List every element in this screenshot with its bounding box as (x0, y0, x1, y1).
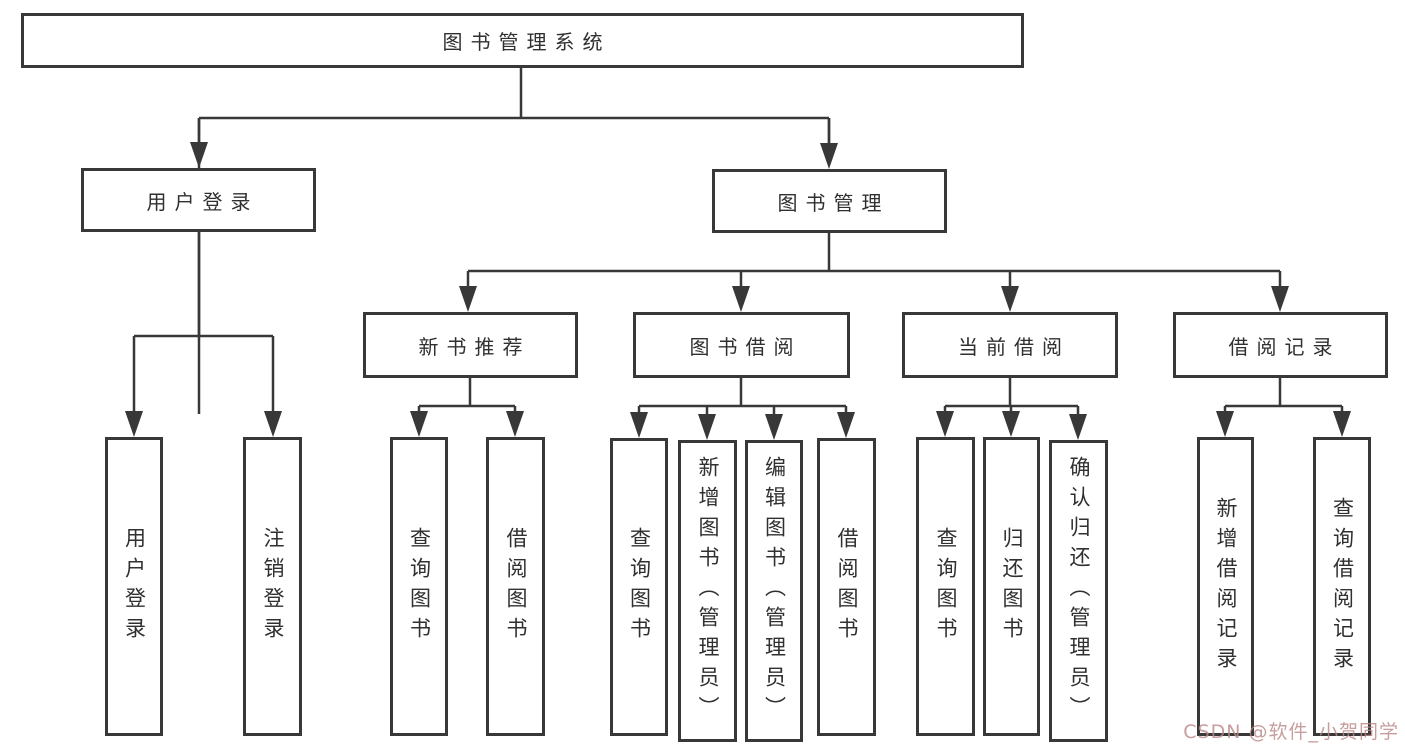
arrowheads (125, 142, 1351, 440)
leaf-borrow-books-borrowing-label: 借阅图书 (835, 527, 859, 647)
arrow-leaf-12 (1216, 411, 1234, 437)
leaf-borrow-books-borrowing: 借阅图书 (817, 438, 876, 736)
leaf-confirm-return-admin: 确认归还（管理员） (1049, 440, 1108, 742)
connector-root-to-level2 (197, 68, 831, 414)
arrow-level3-1 (459, 286, 477, 312)
leaf-logout-label: 注销登录 (261, 526, 285, 647)
leaf-add-borrow-record-label: 新增借阅记录 (1214, 496, 1238, 677)
leaf-query-books-recommend-label: 查询图书 (407, 526, 432, 647)
connector-borrow-records-to-leaves (1223, 378, 1344, 413)
leaf-user-login: 用户登录 (105, 437, 163, 736)
node-book-borrowing: 图书借阅 (633, 312, 850, 378)
leaf-query-borrow-record-label: 查询借阅记录 (1330, 496, 1355, 677)
arrow-leaf-5 (630, 412, 648, 438)
arrow-leaf-8 (837, 412, 855, 438)
node-library-system-label: 图书管理系统 (442, 30, 611, 54)
arrow-level3-4 (1271, 286, 1289, 312)
connector-user-login-to-leaves (132, 232, 275, 413)
leaf-borrow-books-recommend-label: 借阅图书 (504, 526, 528, 647)
leaf-query-borrow-record: 查询借阅记录 (1313, 437, 1371, 736)
csdn-watermark: CSDN @软件_小贺同学 (1183, 721, 1399, 743)
connector-new-book-to-leaves (417, 378, 517, 413)
leaf-return-books: 归还图书 (983, 437, 1040, 736)
node-book-management-label: 图书管理 (777, 190, 890, 215)
connector-book-mgmt-to-level3 (466, 233, 1282, 288)
node-user-login: 用户登录 (81, 168, 316, 232)
arrow-leaf-7 (765, 414, 783, 440)
arrow-leaf-4 (506, 411, 524, 437)
arrow-leaf-3 (410, 411, 428, 437)
leaf-edit-books-admin-label: 编辑图书（管理员） (762, 456, 787, 726)
leaf-logout: 注销登录 (243, 437, 302, 736)
node-current-borrowing-label: 当前借阅 (958, 334, 1070, 359)
arrow-user-login (190, 142, 208, 168)
arrow-leaf-13 (1333, 411, 1351, 437)
leaf-edit-books-admin: 编辑图书（管理员） (745, 440, 803, 742)
node-book-management: 图书管理 (712, 169, 947, 233)
arrow-leaf-6 (698, 414, 716, 440)
leaf-query-books-borrowing-label: 查询图书 (627, 527, 652, 647)
leaf-borrow-books-recommend: 借阅图书 (486, 437, 545, 736)
node-new-book-recommend-label: 新书推荐 (418, 334, 531, 359)
node-new-book-recommend: 新书推荐 (363, 312, 578, 378)
node-book-borrowing-label: 图书借阅 (689, 334, 802, 359)
arrow-leaf-1 (125, 411, 143, 437)
arrow-book-management (820, 143, 838, 169)
leaf-add-books-admin: 新增图书（管理员） (678, 440, 737, 742)
leaf-return-books-label: 归还图书 (1000, 526, 1024, 647)
arrow-leaf-2 (264, 411, 282, 437)
leaf-query-books-recommend: 查询图书 (390, 437, 448, 736)
arrow-leaf-9 (936, 411, 954, 437)
arrow-level3-2 (732, 286, 750, 312)
connector-book-borrowing-to-leaves (637, 378, 848, 416)
arrow-leaf-11 (1069, 414, 1087, 440)
node-current-borrowing: 当前借阅 (902, 312, 1118, 378)
leaf-query-books-borrowing: 查询图书 (610, 438, 668, 736)
leaf-query-books-current: 查询图书 (916, 437, 975, 736)
leaf-add-borrow-record: 新增借阅记录 (1197, 437, 1254, 736)
leaf-add-books-admin-label: 新增图书（管理员） (696, 456, 720, 726)
arrow-leaf-10 (1002, 411, 1020, 437)
node-user-login-label: 用户登录 (146, 189, 259, 214)
leaf-confirm-return-admin-label: 确认归还（管理员） (1067, 456, 1091, 726)
leaf-user-login-label: 用户登录 (122, 526, 147, 647)
node-borrowing-records-label: 借阅记录 (1228, 334, 1341, 359)
node-library-system: 图书管理系统 (21, 13, 1024, 68)
connector-current-borrowing-to-leaves (943, 378, 1080, 416)
leaf-query-books-current-label: 查询图书 (934, 526, 958, 647)
node-borrowing-records: 借阅记录 (1173, 312, 1388, 378)
arrow-level3-3 (1001, 286, 1019, 312)
